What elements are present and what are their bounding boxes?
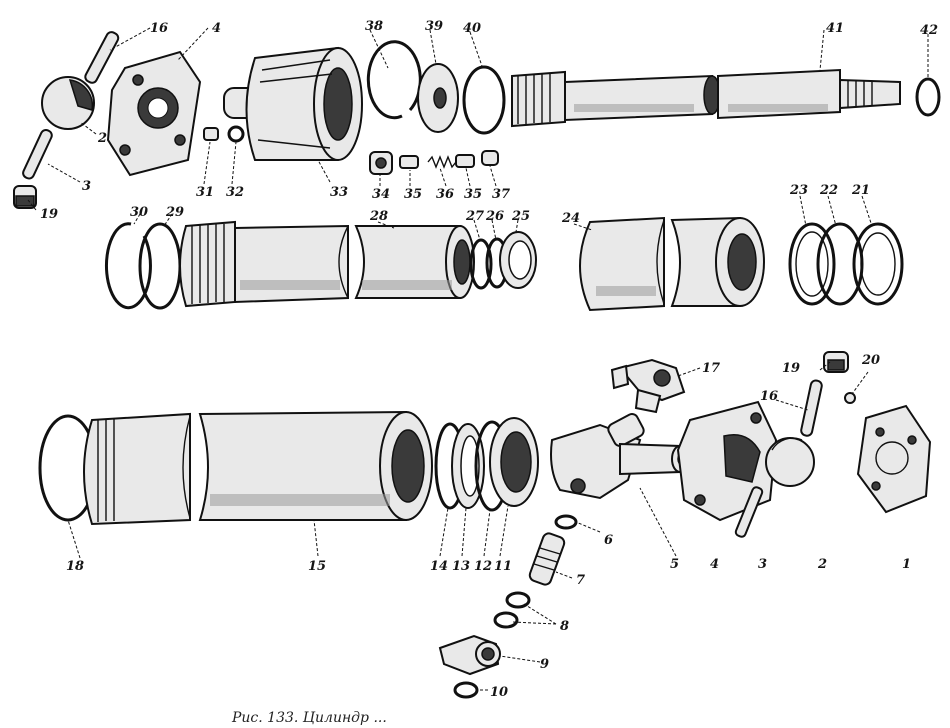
label-3: 3: [82, 179, 91, 194]
part-15-cylinder: [83, 410, 433, 526]
label-15: 15: [308, 559, 326, 574]
part-16-pin-bottom: [800, 379, 823, 437]
label-34: 34: [372, 187, 390, 202]
part-30-snap-ring: [104, 222, 152, 310]
part-4-flange-top: [106, 50, 202, 177]
label-35-second: 35: [464, 187, 482, 202]
label-30: 30: [130, 205, 148, 220]
label-8: 8: [560, 619, 569, 634]
label-7: 7: [576, 573, 585, 588]
label-27: 27: [465, 209, 484, 224]
label-33: 33: [330, 185, 348, 200]
part-35b-seat: [455, 154, 475, 168]
part-38-snap-ring: [366, 40, 422, 120]
label-13: 13: [452, 559, 470, 574]
label-4-second: 4: [710, 557, 719, 572]
label-25: 25: [511, 209, 530, 224]
label-29: 29: [165, 205, 184, 220]
part-34-nut: [369, 151, 393, 175]
part-37-plug: [481, 150, 499, 166]
part-33-piston: [223, 46, 363, 161]
label-3-second: 3: [758, 557, 767, 572]
part-8-washers: [493, 591, 531, 629]
figure-caption: Рис. 133. Цилиндр ...: [231, 710, 387, 726]
part-17-elbow: [610, 358, 686, 414]
label-11: 11: [494, 559, 512, 574]
part-3-pin-bottom: [734, 486, 764, 538]
part-24-cylinder: [579, 216, 765, 312]
label-26: 26: [485, 209, 504, 224]
label-12: 12: [474, 559, 492, 574]
part-2-ball-top: [41, 76, 95, 130]
label-16-second: 16: [760, 389, 778, 404]
label-41: 41: [826, 21, 844, 36]
label-39: 39: [425, 19, 443, 34]
part-3-pin-top: [22, 128, 53, 180]
part-36-spring: [427, 155, 457, 169]
label-38: 38: [365, 19, 383, 34]
leader-lines: [27, 27, 929, 691]
label-1: 1: [902, 557, 911, 572]
label-37: 37: [492, 187, 510, 202]
label-40: 40: [463, 21, 481, 36]
part-13-ring: [451, 423, 485, 509]
part-1-cover: [856, 404, 932, 514]
part-10-washer: [453, 681, 479, 699]
part-25-cap: [499, 231, 537, 289]
part-35-seat: [399, 155, 419, 169]
label-2: 2: [97, 131, 107, 146]
label-19-second: 19: [782, 361, 800, 376]
part-29-ring: [138, 222, 182, 310]
part-32-washer: [227, 125, 245, 143]
label-35: 35: [404, 187, 422, 202]
part-27-ring: [469, 238, 493, 290]
part-21-ring: [852, 222, 904, 306]
part-labels: 16 4 38 39 40 41 42 2 3 19 31 32 33 34 3…: [40, 19, 938, 700]
label-31: 31: [196, 185, 214, 200]
label-19: 19: [40, 207, 58, 222]
label-22: 22: [819, 183, 838, 198]
label-18: 18: [66, 559, 84, 574]
label-6: 6: [604, 533, 613, 548]
label-42: 42: [920, 23, 938, 38]
part-5-valve-body: [550, 413, 689, 500]
part-11-cap: [489, 417, 539, 507]
part-6-washer: [554, 514, 578, 530]
label-21: 21: [851, 183, 870, 198]
part-16-pin-top: [84, 31, 120, 84]
label-36: 36: [436, 187, 454, 202]
label-28: 28: [369, 209, 388, 224]
part-23-ring: [788, 222, 836, 306]
label-2-second: 2: [817, 557, 827, 572]
label-32: 32: [226, 185, 244, 200]
part-31-screw: [203, 127, 219, 141]
label-24: 24: [561, 211, 580, 226]
part-41-rod: [511, 68, 901, 128]
part-2-ball-bottom: [765, 437, 815, 487]
part-20-screw: [844, 392, 856, 404]
label-14: 14: [430, 559, 448, 574]
label-20: 20: [861, 353, 880, 368]
label-9: 9: [540, 657, 549, 672]
part-40-ring: [462, 65, 506, 135]
part-9-banjo: [438, 634, 501, 676]
part-42-ring: [915, 77, 941, 117]
label-17: 17: [702, 361, 720, 376]
label-4: 4: [212, 21, 221, 36]
part-22-ring: [816, 222, 864, 306]
label-5: 5: [670, 557, 679, 572]
part-19-bush-bottom: [823, 351, 849, 373]
label-10: 10: [490, 685, 508, 700]
part-7-fitting: [528, 532, 566, 586]
part-4-flange-bottom: [676, 400, 778, 522]
label-16: 16: [150, 21, 168, 36]
label-23: 23: [789, 183, 808, 198]
part-19-bush-top: [13, 185, 37, 209]
part-28-cylinder: [179, 220, 475, 308]
part-39-washer: [417, 63, 459, 133]
